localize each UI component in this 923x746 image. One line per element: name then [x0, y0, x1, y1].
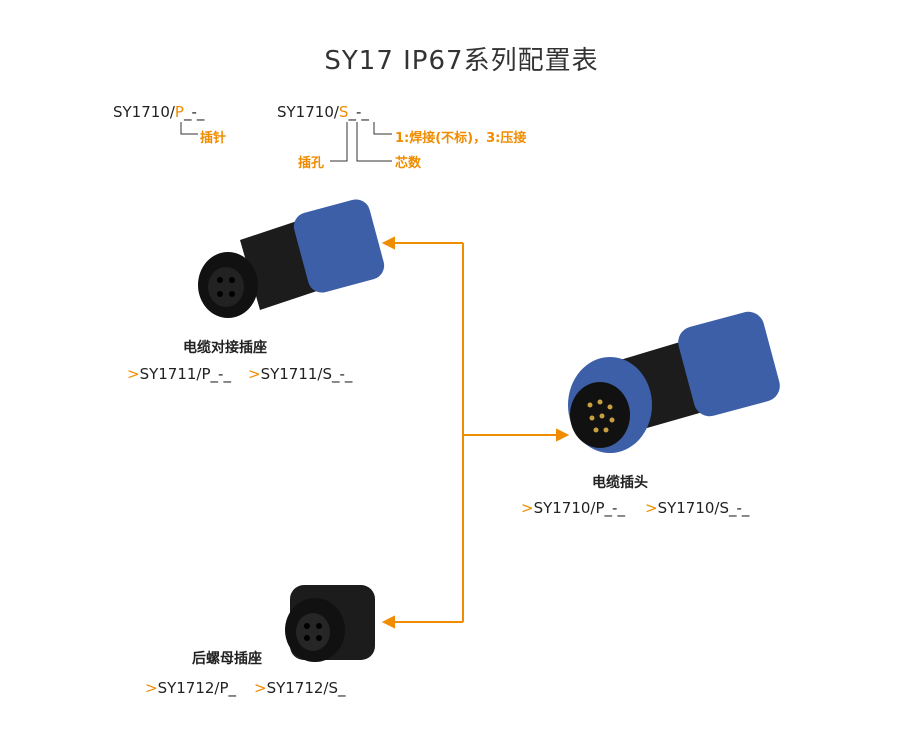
- code-letter: P: [174, 103, 184, 121]
- code-suffix: _-_: [348, 103, 369, 121]
- legend-leader-lines: [180, 122, 392, 162]
- code: SY1712/P_: [157, 679, 237, 697]
- pin-note: 插针: [200, 131, 227, 146]
- marker: >: [127, 365, 140, 383]
- marker: >: [521, 499, 534, 517]
- pin-code: SY1710/P_-_: [113, 103, 204, 121]
- connector-arrows: [381, 236, 570, 629]
- page-title: SY17 IP67系列配置表: [324, 46, 599, 76]
- marker: >: [248, 365, 261, 383]
- product-code: >SY1712/S_: [254, 679, 346, 697]
- product-name: 电缆插头: [592, 475, 648, 491]
- cable-socket-image: [198, 199, 385, 318]
- code-prefix: SY1710/: [277, 103, 339, 121]
- code: SY1711/S_-_: [260, 365, 353, 383]
- code-letter: S: [338, 103, 349, 121]
- code: SY1711/P_-_: [139, 365, 231, 383]
- termination-note: 1:焊接(不标)，3:压接: [395, 131, 527, 146]
- product-code: >SY1712/P_: [145, 679, 236, 697]
- socket-code: SY1710/S_-_: [277, 103, 369, 121]
- cable-plug-image: [568, 311, 780, 453]
- product-code: >SY1710/P_-_: [521, 499, 625, 517]
- product-code: >SY1710/S_-_: [645, 499, 749, 517]
- hole-note: 插孔: [298, 156, 325, 171]
- code: SY1712/S_: [266, 679, 346, 697]
- code-suffix: _-_: [183, 103, 205, 121]
- marker: >: [645, 499, 658, 517]
- marker: >: [254, 679, 267, 697]
- product-code: >SY1711/S_-_: [248, 365, 352, 383]
- product-code: >SY1711/P_-_: [127, 365, 231, 383]
- rear-nut-socket-image: [285, 585, 375, 662]
- product-name: 后螺母插座: [192, 651, 262, 667]
- cores-note: 芯数: [395, 156, 422, 171]
- code-prefix: SY1710/: [113, 103, 175, 121]
- marker: >: [145, 679, 158, 697]
- product-name: 电缆对接插座: [183, 340, 267, 356]
- code: SY1710/P_-_: [533, 499, 625, 517]
- code: SY1710/S_-_: [657, 499, 750, 517]
